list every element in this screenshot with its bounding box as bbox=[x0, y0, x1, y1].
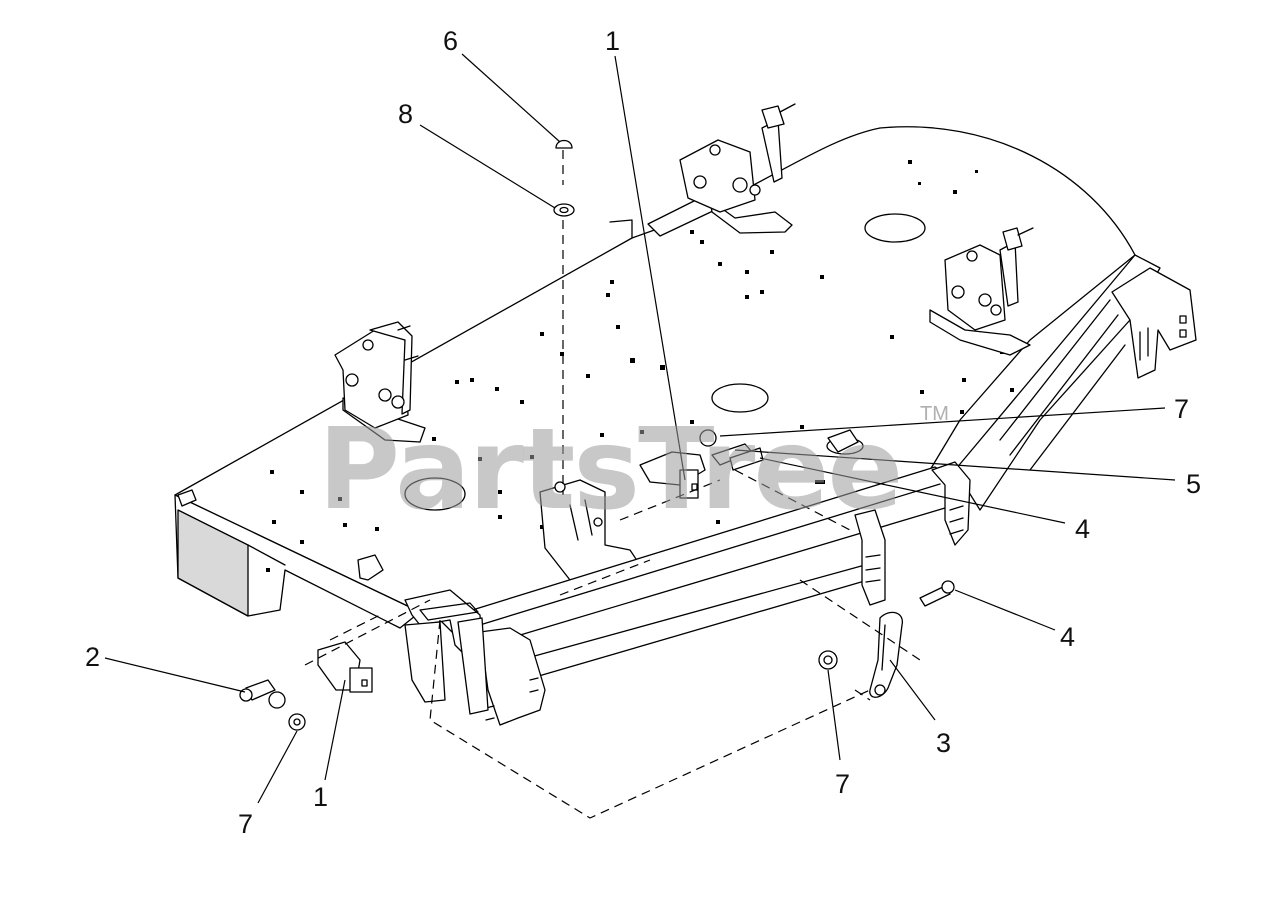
callout-1-top: 1 bbox=[605, 26, 620, 56]
leader-lines bbox=[104, 53, 1176, 804]
callout-3: 3 bbox=[936, 728, 951, 758]
height-link-arm bbox=[818, 580, 955, 698]
watermark-trademark: TM bbox=[920, 403, 949, 425]
mower-deck bbox=[174, 126, 1197, 629]
deck-holes bbox=[266, 160, 1014, 572]
callouts: 6 1 8 7 5 4 4 2 3 7 7 1 bbox=[85, 26, 1201, 839]
callout-8: 8 bbox=[398, 99, 413, 129]
callout-1-bottom: 1 bbox=[313, 782, 328, 812]
small-clips bbox=[177, 139, 859, 581]
alignment-lines bbox=[304, 150, 921, 819]
callout-5: 5 bbox=[1186, 469, 1201, 499]
callout-7-left: 7 bbox=[238, 809, 253, 839]
front-hitch-bar bbox=[404, 461, 971, 726]
callout-7-right: 7 bbox=[1174, 394, 1189, 424]
watermark: PartsTree TM bbox=[318, 403, 949, 535]
callout-2: 2 bbox=[85, 642, 100, 672]
callout-4-lower: 4 bbox=[1060, 622, 1075, 652]
watermark-text: PartsTree bbox=[318, 405, 901, 535]
height-bracket-rear bbox=[647, 103, 796, 237]
callout-6: 6 bbox=[443, 26, 458, 56]
link-front-left bbox=[239, 641, 373, 731]
height-bracket-right bbox=[929, 227, 1034, 356]
front-center-bracket bbox=[539, 479, 641, 583]
callout-7-bottom: 7 bbox=[835, 769, 850, 799]
callout-4-upper: 4 bbox=[1075, 514, 1090, 544]
height-bracket-left bbox=[334, 321, 426, 443]
